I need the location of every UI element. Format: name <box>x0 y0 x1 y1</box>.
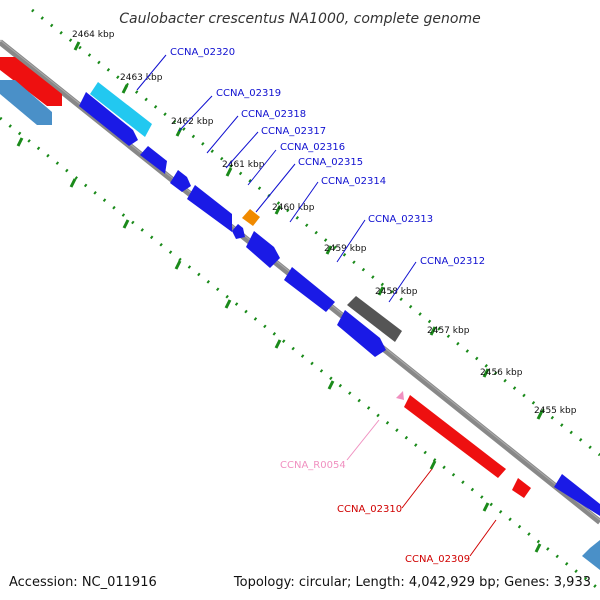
major-tick <box>274 339 282 349</box>
gene-label: CCNA_02309 <box>405 554 470 565</box>
gene-feature <box>582 540 600 570</box>
gene-feature <box>140 146 167 174</box>
major-tick <box>325 245 333 255</box>
gene-feature <box>242 209 260 226</box>
gene-feature <box>404 395 506 478</box>
tick-label: 2460 kbp <box>272 203 315 213</box>
major-tick <box>327 380 335 390</box>
gene-labels: CCNA_02320 CCNA_02319 CCNA_02318 CCNA_02… <box>136 47 497 565</box>
major-tick <box>534 543 542 553</box>
tick-label: 2464 kbp <box>72 30 115 40</box>
genome-stats: Topology: circular; Length: 4,042,929 bp… <box>233 575 591 590</box>
gene-label: CCNA_02319 <box>216 88 281 99</box>
tick-label: 2457 kbp <box>427 326 470 336</box>
gene-leader-line <box>346 419 380 461</box>
gene-feature <box>347 296 402 342</box>
gene-leader-line <box>178 95 213 132</box>
tick-label: 2455 kbp <box>534 406 577 416</box>
major-tick <box>224 299 232 309</box>
tick-label: 2463 kbp <box>120 73 163 83</box>
major-tick <box>536 410 544 420</box>
gene-feature <box>90 82 152 137</box>
gene-leader-line <box>388 261 417 303</box>
gene-feature <box>0 57 62 106</box>
major-tick <box>73 41 81 51</box>
map-title: Caulobacter crescentus NA1000, complete … <box>119 11 480 27</box>
gene-feature <box>170 170 191 192</box>
gene-leader-line <box>255 163 296 213</box>
gene-label: CCNA_02320 <box>170 47 235 58</box>
major-tick <box>69 178 77 188</box>
gene-feature <box>396 391 404 400</box>
gene-label: CCNA_02316 <box>280 142 345 153</box>
major-tick <box>429 460 437 470</box>
tick-label: 2461 kbp <box>222 160 265 170</box>
inner-tick-track <box>0 116 600 592</box>
outer-tick-track <box>31 8 600 457</box>
gene-label: CCNA_02313 <box>368 214 433 225</box>
tick-label: 2456 kbp <box>480 368 523 378</box>
gene-leader-line <box>136 54 167 91</box>
gene-feature <box>554 474 600 516</box>
tick-tracks <box>0 8 600 592</box>
major-tick <box>122 219 130 229</box>
accession-label: Accession: NC_011916 <box>9 575 157 590</box>
gene-label: CCNA_02314 <box>321 176 386 187</box>
gene-label: CCNA_02318 <box>241 109 306 120</box>
gene-feature <box>0 80 52 125</box>
gene-leader-line <box>401 468 433 509</box>
major-tick <box>274 205 282 215</box>
major-tick <box>482 368 490 378</box>
major-tick <box>16 137 24 147</box>
gene-leader-line <box>225 131 259 169</box>
gene-feature <box>79 92 138 146</box>
gene-features <box>0 57 600 570</box>
gene-leader-line <box>206 115 239 154</box>
gene-label: CCNA_02315 <box>298 157 363 168</box>
gene-leader-line <box>336 219 366 263</box>
gene-feature <box>337 310 386 357</box>
gene-feature <box>232 224 245 239</box>
gene-label: CCNA_02317 <box>261 126 326 137</box>
major-tick <box>225 167 233 177</box>
tick-labels: 2464 kbp 2463 kbp 2462 kbp 2461 kbp 2460… <box>72 30 577 416</box>
tick-label: 2462 kbp <box>171 117 214 127</box>
gene-label: CCNA_02310 <box>337 504 402 515</box>
major-tick <box>174 260 182 270</box>
major-tick <box>377 286 385 296</box>
gene-feature <box>187 185 232 232</box>
major-tick <box>429 326 437 336</box>
gene-feature <box>284 267 335 312</box>
gene-leader-line <box>469 519 497 557</box>
major-tick <box>482 502 490 512</box>
major-tick <box>121 84 129 94</box>
gene-leader-line <box>289 181 319 223</box>
gene-leader-line <box>247 149 277 186</box>
gene-feature <box>246 231 280 268</box>
gene-feature <box>512 478 531 498</box>
gene-label: CCNA_R0054 <box>280 460 346 471</box>
gene-label: CCNA_02312 <box>420 256 485 267</box>
